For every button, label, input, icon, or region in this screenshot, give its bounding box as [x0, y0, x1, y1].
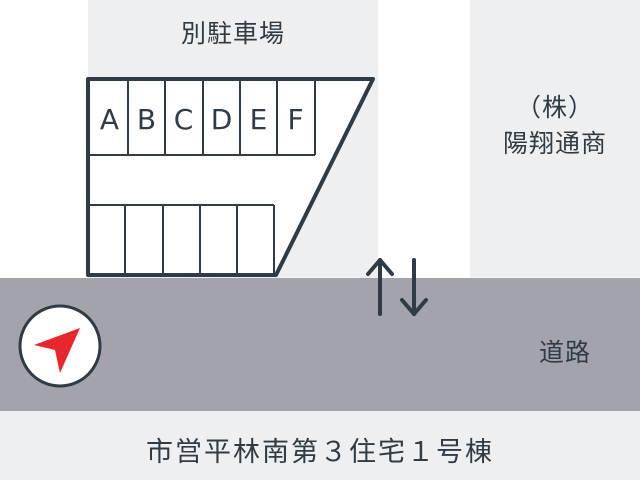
two-way-arrow-icon — [366, 258, 428, 316]
road-area — [0, 278, 640, 411]
top-stalls — [88, 79, 316, 156]
bottom-stalls — [88, 204, 275, 275]
road-label: 道路 — [538, 338, 591, 367]
parking-slot-label: F — [287, 103, 304, 136]
company-name-prefix: （株） — [515, 93, 594, 122]
arrow-up-head — [366, 258, 394, 276]
parking-slot-label: B — [136, 103, 157, 136]
building-area — [0, 411, 640, 480]
parking-slot-label: C — [173, 103, 194, 136]
parking-lot-title: 別駐車場 — [180, 19, 285, 48]
company-area — [470, 0, 640, 278]
compass-needle — [34, 328, 80, 373]
parking-slot-label: E — [249, 103, 268, 136]
compass-arrow-icon — [18, 304, 102, 388]
arrow-down-head — [400, 298, 428, 316]
parking-slot-label: D — [210, 103, 233, 136]
parking-slot-label: A — [99, 103, 120, 136]
company-name: 陽翔通商 — [502, 129, 607, 158]
building-label: 市営平林南第３住宅１号棟 — [146, 437, 494, 468]
